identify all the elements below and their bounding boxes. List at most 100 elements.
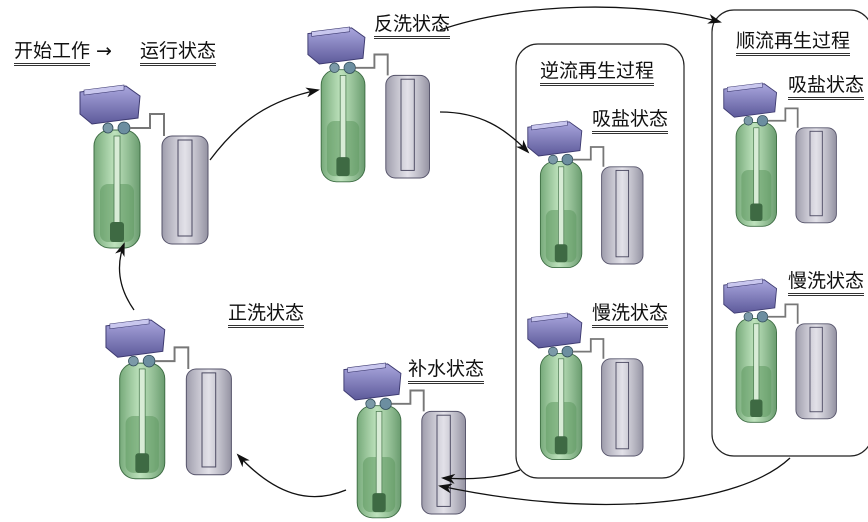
brine-tank (601, 166, 644, 265)
arrow-refill-to-rinse (236, 453, 347, 498)
brine-line (767, 303, 799, 324)
arrow-backwash-to-counterflow (439, 111, 530, 154)
riser-tube (753, 127, 760, 217)
co-flow-slow-rinse-label: 慢洗状态 (788, 270, 865, 296)
start-text: 开始工作 (14, 40, 91, 62)
riser-tube (138, 368, 146, 468)
valve-top (727, 82, 763, 92)
softener-unit-counter-brine (527, 120, 644, 269)
brine-tank (795, 323, 837, 420)
softener-unit-rinse (105, 318, 232, 480)
arrow-coflow-to-refill (438, 457, 791, 506)
counter-flow-panel (515, 43, 685, 479)
brine-line (391, 389, 425, 412)
arrow-counterflow-to-refill (441, 469, 521, 484)
valve-fitting (561, 153, 574, 166)
co-flow-brine-label: 吸盐状态 (788, 74, 865, 100)
softener-unit-backwash (307, 26, 430, 183)
arrow-backwash-to-coflow (439, 6, 722, 31)
riser-tube (375, 411, 383, 507)
brine-well (436, 414, 451, 507)
control-valve (723, 279, 778, 314)
riser-tube (339, 75, 347, 171)
counter-flow-title: 逆流再生过程 (540, 60, 655, 86)
softener-unit-co-slow (723, 278, 837, 423)
riser-tube (753, 323, 760, 413)
distributor (554, 244, 568, 263)
brine-line (130, 113, 165, 136)
valve-top (311, 26, 350, 37)
brine-line (767, 107, 799, 128)
control-valve (79, 85, 141, 125)
brine-tank (795, 127, 837, 224)
distributor (554, 436, 568, 455)
valve-fitting (561, 345, 574, 358)
distributor (110, 222, 124, 242)
valve-top (83, 84, 125, 96)
brine-tank (185, 368, 232, 476)
counter-flow-slow-rinse-label: 慢洗状态 (592, 302, 669, 328)
brine-line (572, 338, 605, 359)
softener-unit-refill (343, 362, 466, 519)
brine-tank (161, 135, 209, 245)
state-rinse-label: 正洗状态 (228, 302, 305, 328)
valve-fitting (142, 354, 156, 368)
control-valve (105, 319, 166, 358)
start-arrow-icon: → (96, 40, 112, 62)
co-flow-title: 顺流再生过程 (736, 30, 851, 56)
distributor (372, 493, 386, 513)
softener-unit-co-brine (723, 82, 837, 227)
arrow-rinse-to-service (115, 242, 135, 311)
control-valve (307, 27, 366, 65)
valve-fitting (743, 115, 754, 126)
brine-well (201, 372, 217, 468)
distributor (336, 157, 350, 177)
brine-well (615, 169, 630, 258)
brine-tank (601, 358, 644, 457)
brine-line (154, 346, 190, 369)
state-backwash-label: 反洗状态 (374, 13, 451, 39)
distributor (750, 203, 763, 222)
start-label: 开始工作 (14, 40, 91, 66)
brine-line (355, 53, 389, 76)
valve-fitting (117, 121, 131, 135)
valve-fitting (365, 398, 376, 409)
brine-well (615, 361, 630, 450)
valve-fitting (756, 115, 769, 127)
distributor (750, 399, 763, 418)
brine-well (177, 139, 193, 237)
brine-tank (385, 74, 430, 179)
brine-tank (421, 410, 466, 515)
valve-top (109, 318, 150, 330)
valve-fitting (756, 311, 769, 323)
softener-unit-service (79, 84, 209, 249)
state-refill-label: 补水状态 (408, 358, 485, 384)
control-valve (343, 363, 402, 401)
riser-tube (113, 135, 121, 237)
valve-fitting (548, 346, 558, 357)
valve-fitting (379, 397, 392, 410)
valve-fitting (548, 154, 558, 165)
brine-well (400, 78, 415, 171)
valve-fitting (102, 122, 114, 134)
valve-top (347, 362, 386, 373)
arrow-service-to-backwash (209, 87, 320, 161)
state-service-label: 运行状态 (140, 40, 217, 66)
valve-fitting (343, 61, 356, 74)
counter-flow-brine-label: 吸盐状态 (592, 108, 669, 134)
flow-arrows (115, 6, 791, 506)
control-valve (723, 83, 778, 118)
co-flow-panel (711, 9, 868, 457)
control-valve (527, 313, 583, 349)
valve-top (531, 120, 568, 131)
brine-well (809, 326, 823, 413)
riser-tube (558, 166, 565, 258)
distributor (135, 453, 150, 473)
valve-fitting (743, 311, 754, 322)
valve-top (531, 312, 568, 323)
riser-tube (558, 358, 565, 450)
softener-unit-counter-slow (527, 312, 644, 461)
valve-fitting (329, 62, 340, 73)
brine-line (572, 146, 605, 167)
